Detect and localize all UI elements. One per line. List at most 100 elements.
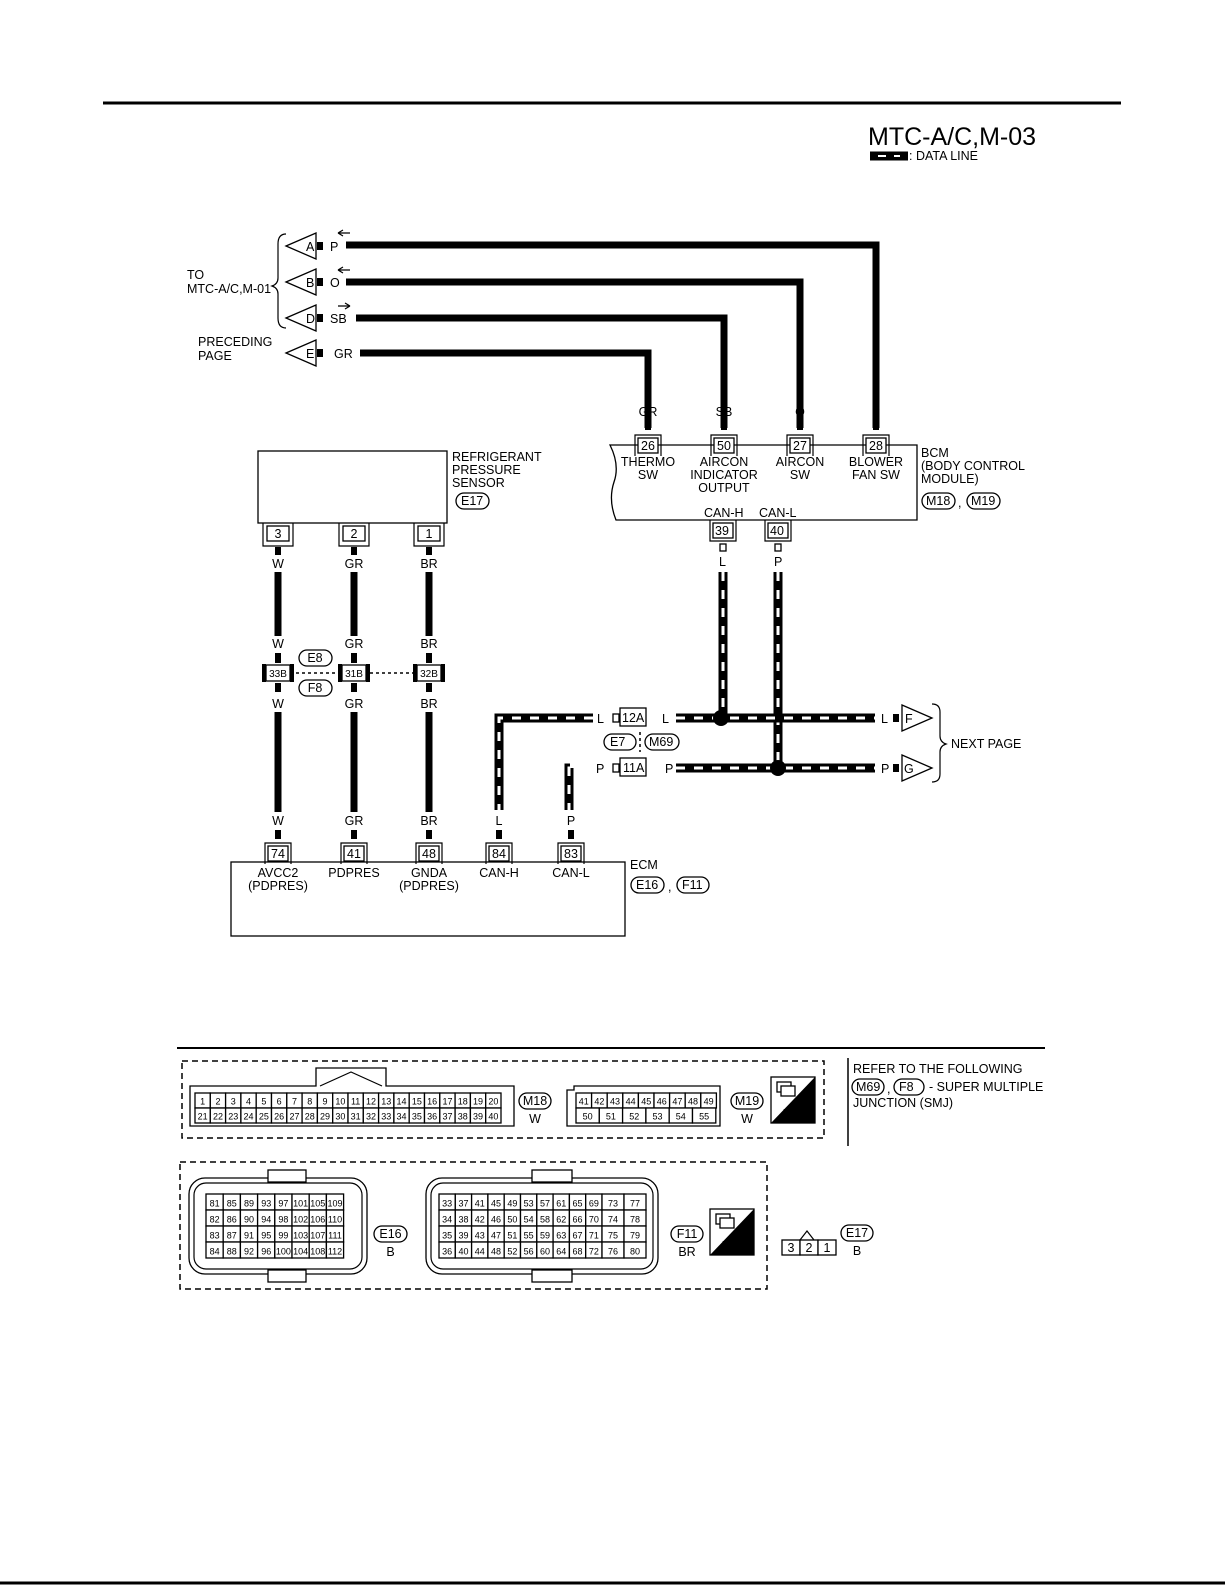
bcm-wire-26: GR — [639, 405, 658, 419]
f11-cell-59: 59 — [540, 1231, 550, 1241]
e17-view-id: E17 — [846, 1226, 868, 1240]
next-page-label: NEXT PAGE — [951, 737, 1021, 751]
f11-cell-67: 67 — [573, 1231, 583, 1241]
m18-cell-18: 18 — [458, 1097, 468, 1107]
f11-cell-54: 54 — [524, 1215, 534, 1225]
ecm-wire-84: L — [496, 814, 503, 828]
bcm-canl-wire: P — [774, 555, 782, 569]
e16-cell-87: 87 — [227, 1231, 237, 1241]
bcm-conn-m19: M19 — [971, 494, 995, 508]
refer-line-1: REFER TO THE FOLLOWING — [853, 1062, 1022, 1076]
m18-cell-15: 15 — [412, 1097, 422, 1107]
e16-cell-81: 81 — [210, 1199, 220, 1209]
f11-cell-40: 40 — [458, 1247, 468, 1257]
wire-P-blower — [346, 241, 880, 428]
ecm-pin-84: 84 — [492, 847, 506, 861]
f11-cell-47: 47 — [491, 1231, 501, 1241]
smj-pin-11A: 11A — [623, 761, 645, 775]
m18-cell-40: 40 — [488, 1112, 498, 1122]
svg-text:P: P — [665, 762, 673, 776]
bcm-pin-label-26-0: THERMO — [621, 455, 675, 469]
e16-cell-88: 88 — [227, 1247, 237, 1257]
refer-line-3: JUNCTION (SMJ) — [853, 1096, 953, 1110]
f11-cell-44: 44 — [475, 1247, 485, 1257]
m19-cell-42: 42 — [594, 1097, 604, 1107]
m18-cell-4: 4 — [246, 1097, 251, 1107]
bcm-pin-28: 28 — [869, 439, 883, 453]
e16-cell-104: 104 — [293, 1247, 308, 1257]
svg-text:E: E — [306, 347, 314, 361]
e16-cell-92: 92 — [244, 1247, 254, 1257]
ecm-wire-48: BR — [420, 814, 437, 828]
bcm: GR26THERMOSWSB50AIRCONINDICATOROUTPUTO27… — [608, 405, 1025, 521]
wire-color-D: SB — [330, 312, 347, 326]
left-brace — [270, 233, 287, 329]
ecm-pin-label-84-0: CAN-H — [479, 866, 519, 880]
m19-cell-44: 44 — [626, 1097, 636, 1107]
e16-cell-96: 96 — [261, 1247, 271, 1257]
sensor-name-1: REFRIGERANT — [452, 450, 542, 464]
f11-cell-62: 62 — [556, 1215, 566, 1225]
f11-cell-66: 66 — [573, 1215, 583, 1225]
joint-conn-f8: F8 — [308, 681, 323, 695]
bcm-can-pins: CAN-H CAN-L 39 40 L P — [704, 506, 797, 569]
sensor-wire-3: W — [272, 557, 284, 571]
preceding-label: PRECEDING — [198, 335, 272, 349]
svg-text:,: , — [958, 496, 961, 510]
flag-F: F — [905, 712, 913, 726]
m19-cell-48: 48 — [688, 1097, 698, 1107]
svg-text:L: L — [662, 712, 669, 726]
refer-conn-f8: F8 — [899, 1080, 914, 1094]
hs-icon-m19-label: H.S. — [783, 1107, 807, 1121]
m18-cell-2: 2 — [215, 1097, 220, 1107]
sensor-pin-2: 2 — [351, 527, 358, 541]
svg-text:P: P — [596, 762, 604, 776]
m19-cell-53: 53 — [652, 1112, 662, 1122]
f11-cell-79: 79 — [630, 1231, 640, 1241]
m18-cell-11: 11 — [351, 1097, 360, 1107]
m18-cell-17: 17 — [442, 1097, 452, 1107]
f11-cell-51: 51 — [507, 1231, 517, 1241]
flag-G: G — [904, 762, 914, 776]
m18-cell-39: 39 — [473, 1112, 483, 1122]
smj-conn-m69: M69 — [649, 735, 673, 749]
e16-cell-103: 103 — [293, 1231, 308, 1241]
m19-cell-43: 43 — [610, 1097, 620, 1107]
sensor-name-3: SENSOR — [452, 476, 505, 490]
ecm-pin-label-48-1: (PDPRES) — [399, 879, 459, 893]
f11-cell-69: 69 — [589, 1199, 599, 1209]
e16-cell-95: 95 — [261, 1231, 271, 1241]
f11-view-id: F11 — [677, 1227, 698, 1241]
f11-cell-74: 74 — [608, 1215, 618, 1225]
m18-cell-10: 10 — [335, 1097, 345, 1107]
smj-conn-e7: E7 — [610, 735, 625, 749]
m18-cell-8: 8 — [307, 1097, 312, 1107]
m19-cell-55: 55 — [699, 1112, 709, 1122]
joint-wire-top-0: W — [272, 637, 284, 651]
f11-cell-35: 35 — [442, 1231, 452, 1241]
f11-cell-46: 46 — [491, 1215, 501, 1225]
ecm-pin-label-48-0: GNDA — [411, 866, 448, 880]
e17-cell-2: 2 — [806, 1241, 813, 1255]
e16-cell-94: 94 — [261, 1215, 271, 1225]
bcm-pin-label-50-2: OUTPUT — [698, 481, 750, 495]
flag-E: E GR — [284, 339, 353, 367]
f11-cell-33: 33 — [442, 1199, 452, 1209]
refer-note: REFER TO THE FOLLOWING M69 , F8 - SUPER … — [851, 1062, 1043, 1110]
bcm-conn-m18: M18 — [926, 494, 950, 508]
e16-cell-109: 109 — [327, 1199, 342, 1209]
bcm-pin-label-50-0: AIRCON — [700, 455, 749, 469]
m18-cell-19: 19 — [473, 1097, 483, 1107]
f11-cell-38: 38 — [458, 1215, 468, 1225]
bcm-name-3: MODULE) — [921, 472, 979, 486]
sensor-wire-2: GR — [345, 557, 364, 571]
f11-cell-57: 57 — [540, 1199, 550, 1209]
ecm: W74AVCC2(PDPRES)GR41PDPRESBR48GNDA(PDPRE… — [230, 814, 710, 937]
ecm-pin-label-41-0: PDPRES — [328, 866, 379, 880]
wire-O-aircon — [346, 278, 804, 428]
m18-cell-6: 6 — [277, 1097, 282, 1107]
bcm-pin-label-50-1: INDICATOR — [690, 468, 758, 482]
ecm-pin-83: 83 — [564, 847, 578, 861]
